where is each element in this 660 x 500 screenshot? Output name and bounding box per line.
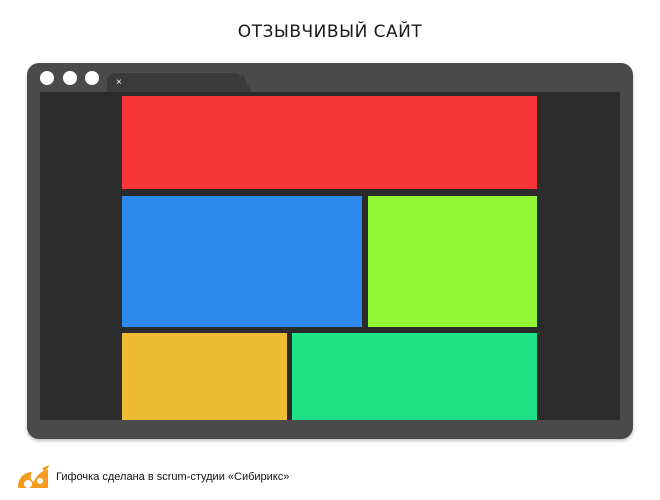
window-button-1[interactable] xyxy=(40,71,54,85)
block-footer-left xyxy=(122,333,287,420)
browser-tab[interactable]: × xyxy=(107,73,252,93)
block-main xyxy=(122,196,362,327)
page-title: ОТЗЫВЧИВЫЙ САЙТ xyxy=(237,22,423,42)
browser-viewport xyxy=(40,92,620,420)
block-header xyxy=(122,96,537,189)
credit-text: Гифочка сделана в scrum-студии «Сибирикс… xyxy=(56,471,290,483)
block-sidebar xyxy=(368,196,537,327)
block-footer-right xyxy=(292,333,537,420)
browser-window: × xyxy=(27,63,633,439)
close-tab-icon[interactable]: × xyxy=(116,77,122,88)
window-button-2[interactable] xyxy=(63,71,77,85)
sibirix-logo-icon xyxy=(18,465,49,488)
window-button-3[interactable] xyxy=(85,71,99,85)
credit-footer: Гифочка сделана в scrum-студии «Сибирикс… xyxy=(16,464,289,490)
